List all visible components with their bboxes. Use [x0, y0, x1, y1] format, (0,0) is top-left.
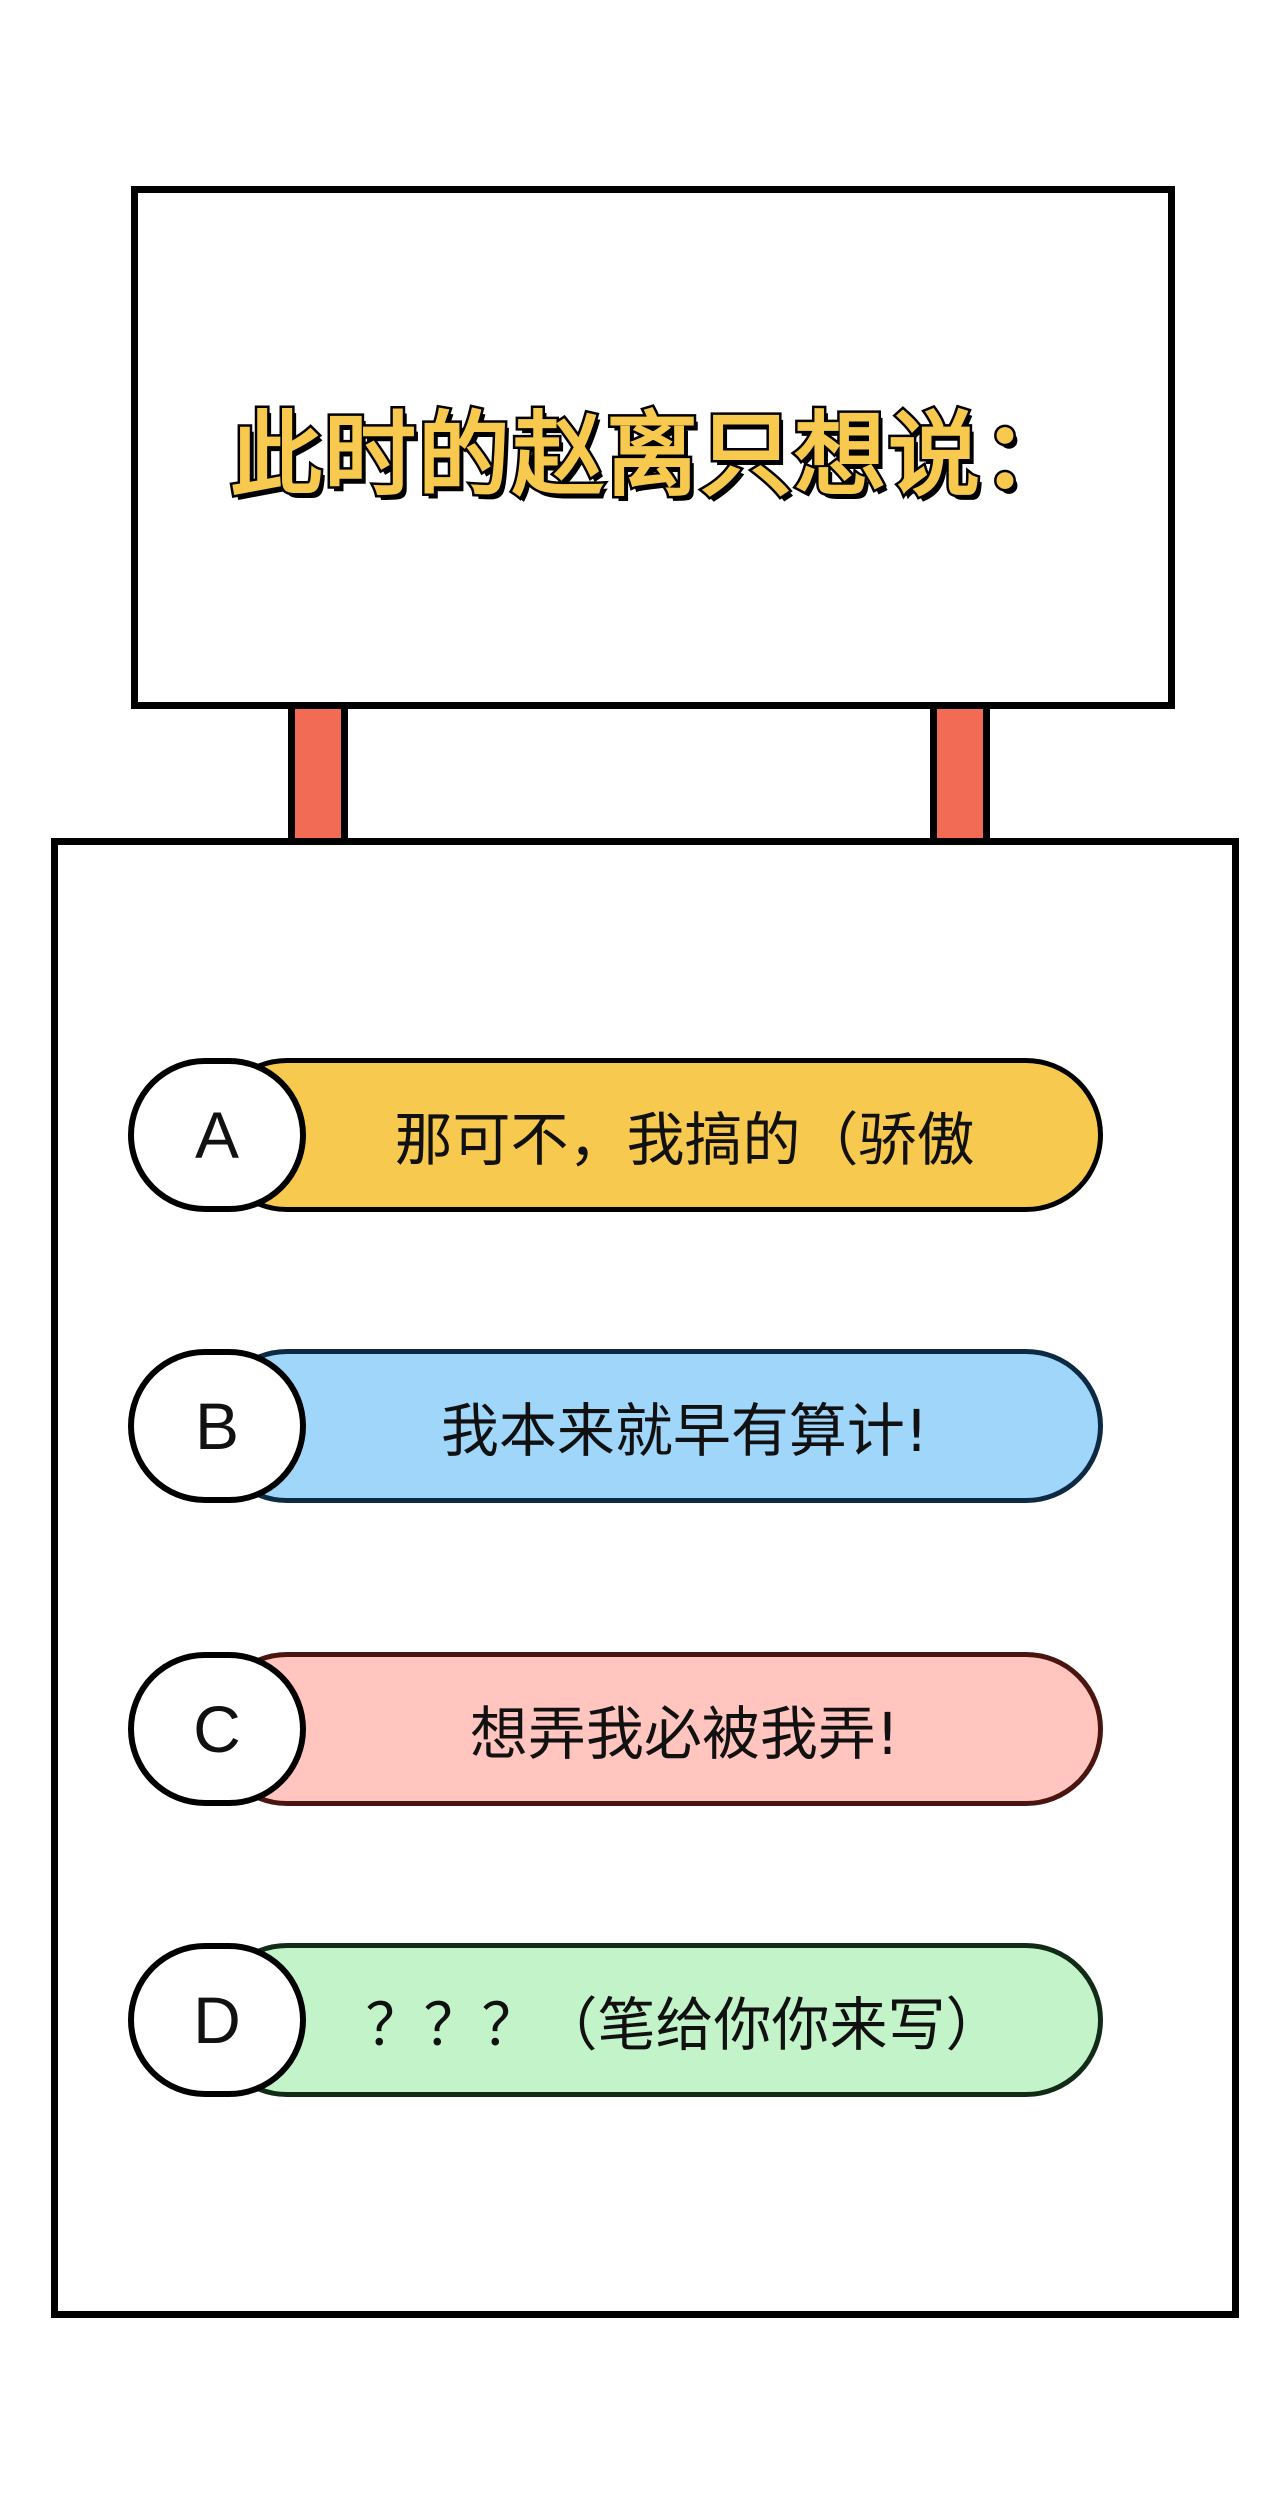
option-c-pill[interactable]: 想弄我必被我弄! — [210, 1652, 1103, 1806]
option-d[interactable]: ？？？（笔给你你来写） D — [128, 1943, 1103, 2097]
option-b-text: 我本来就早有算计! — [440, 1397, 929, 1465]
option-a-text: 那可不，我搞的（骄傲 — [394, 1106, 975, 1174]
option-c-badge[interactable]: C — [128, 1652, 306, 1806]
option-b-badge[interactable]: B — [128, 1349, 306, 1503]
option-a[interactable]: 那可不，我搞的（骄傲 A — [128, 1058, 1103, 1212]
option-b-pill[interactable]: 我本来就早有算计! — [210, 1349, 1103, 1503]
option-a-pill[interactable]: 那可不，我搞的（骄傲 — [210, 1058, 1103, 1212]
page-title: 此时的赵离只想说： — [227, 400, 1076, 512]
option-d-badge[interactable]: D — [128, 1943, 306, 2097]
sign-post-left — [288, 709, 348, 843]
sign-post-right — [930, 709, 990, 843]
option-c[interactable]: 想弄我必被我弄! C — [128, 1652, 1103, 1806]
title-sign: 此时的赵离只想说： — [131, 186, 1175, 709]
option-d-text: ？？？（笔给你你来写） — [365, 1991, 1004, 2059]
option-c-text: 想弄我必被我弄! — [469, 1700, 900, 1768]
option-b[interactable]: 我本来就早有算计! B — [128, 1349, 1103, 1503]
option-a-badge[interactable]: A — [128, 1058, 306, 1212]
option-d-pill[interactable]: ？？？（笔给你你来写） — [210, 1943, 1103, 2097]
